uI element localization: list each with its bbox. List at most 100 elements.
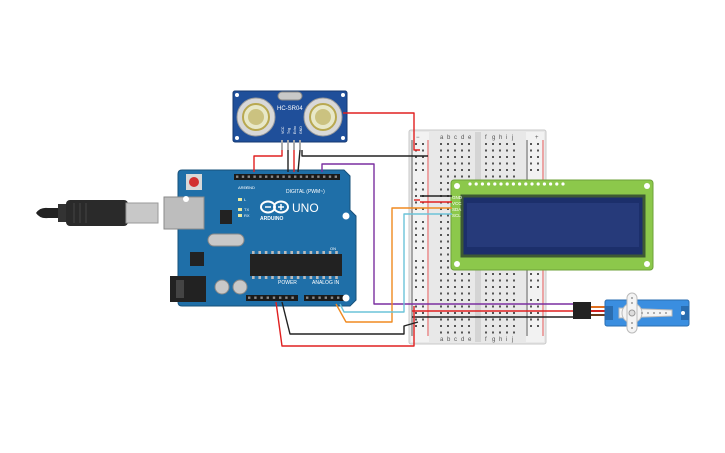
lcd-display[interactable]: GND VCC SDA SCL — [450, 179, 654, 271]
breadboard-hole[interactable] — [454, 156, 456, 158]
breadboard-hole[interactable] — [506, 279, 508, 282]
power-pin[interactable] — [260, 296, 263, 299]
rail-hole[interactable] — [415, 247, 417, 249]
wire-lcd-sda[interactable] — [335, 207, 452, 323]
breadboard-hole[interactable] — [492, 305, 494, 308]
rail-hole[interactable] — [422, 169, 424, 171]
breadboard-hole[interactable] — [461, 279, 463, 282]
breadboard-hole[interactable] — [468, 149, 470, 152]
rail-hole[interactable] — [422, 162, 424, 165]
breadboard-hole[interactable] — [506, 292, 508, 295]
breadboard-hole[interactable] — [447, 240, 449, 243]
rail-hole[interactable] — [530, 312, 532, 314]
rail-hole[interactable] — [422, 305, 424, 308]
rail-hole[interactable] — [530, 169, 532, 171]
rail-hole[interactable] — [530, 325, 532, 327]
breadboard-hole[interactable] — [454, 143, 456, 145]
breadboard-hole[interactable] — [440, 266, 442, 269]
breadboard-hole[interactable] — [485, 292, 487, 295]
rail-hole[interactable] — [422, 182, 424, 184]
breadboard-hole[interactable] — [440, 286, 442, 288]
breadboard-hole[interactable] — [440, 292, 442, 295]
digital-pin[interactable] — [294, 175, 297, 178]
breadboard-hole[interactable] — [447, 162, 449, 165]
rail-hole[interactable] — [422, 188, 424, 191]
digital-pin[interactable] — [311, 175, 314, 178]
breadboard-hole[interactable] — [492, 169, 494, 171]
breadboard-hole[interactable] — [506, 286, 508, 288]
breadboard-hole[interactable] — [499, 318, 501, 321]
breadboard-hole[interactable] — [499, 325, 501, 327]
breadboard-hole[interactable] — [447, 247, 449, 249]
breadboard-hole[interactable] — [499, 169, 501, 171]
breadboard-hole[interactable] — [454, 305, 456, 308]
breadboard-hole[interactable] — [461, 286, 463, 288]
breadboard-hole[interactable] — [440, 247, 442, 249]
breadboard-hole[interactable] — [461, 318, 463, 321]
breadboard-hole[interactable] — [506, 162, 508, 165]
breadboard-hole[interactable] — [506, 169, 508, 171]
breadboard-hole[interactable] — [461, 169, 463, 171]
breadboard-hole[interactable] — [447, 331, 449, 334]
digital-pin[interactable] — [241, 175, 245, 178]
digital-pin[interactable] — [299, 175, 303, 178]
analog-pin[interactable] — [312, 296, 315, 299]
breadboard-hole[interactable] — [506, 331, 508, 334]
breadboard-hole[interactable] — [468, 169, 470, 171]
breadboard-hole[interactable] — [468, 273, 470, 275]
rail-hole[interactable] — [422, 208, 424, 210]
rail-hole[interactable] — [537, 273, 539, 275]
breadboard-hole[interactable] — [506, 305, 508, 308]
breadboard-hole[interactable] — [454, 149, 456, 152]
rail-hole[interactable] — [422, 149, 424, 152]
digital-pin[interactable] — [323, 175, 326, 178]
rail-hole[interactable] — [422, 234, 424, 236]
rail-hole[interactable] — [537, 156, 539, 158]
breadboard-hole[interactable] — [440, 208, 442, 210]
power-pin[interactable] — [291, 296, 294, 299]
rail-hole[interactable] — [415, 266, 417, 269]
rail-hole[interactable] — [530, 318, 532, 321]
breadboard-hole[interactable] — [440, 188, 442, 191]
rail-hole[interactable] — [415, 318, 417, 321]
rail-hole[interactable] — [415, 143, 417, 145]
breadboard-hole[interactable] — [492, 175, 494, 178]
rail-hole[interactable] — [422, 286, 424, 288]
rail-hole[interactable] — [537, 299, 539, 301]
breadboard-hole[interactable] — [440, 299, 442, 301]
breadboard-hole[interactable] — [468, 143, 470, 145]
breadboard-hole[interactable] — [447, 286, 449, 288]
rail-hole[interactable] — [415, 156, 417, 158]
rail-hole[interactable] — [415, 299, 417, 301]
breadboard-hole[interactable] — [468, 292, 470, 295]
wire-lcd-scl[interactable] — [339, 213, 452, 313]
breadboard-hole[interactable] — [440, 169, 442, 171]
breadboard-hole[interactable] — [454, 162, 456, 165]
rail-hole[interactable] — [422, 247, 424, 249]
breadboard-hole[interactable] — [513, 143, 515, 145]
breadboard-hole[interactable] — [447, 260, 449, 262]
breadboard-hole[interactable] — [499, 149, 501, 152]
breadboard-hole[interactable] — [499, 162, 501, 165]
breadboard-hole[interactable] — [485, 279, 487, 282]
breadboard-hole[interactable] — [499, 292, 501, 295]
breadboard-hole[interactable] — [461, 149, 463, 152]
breadboard-hole[interactable] — [499, 299, 501, 301]
breadboard-hole[interactable] — [461, 143, 463, 145]
analog-pin[interactable] — [337, 296, 340, 299]
breadboard-hole[interactable] — [447, 227, 449, 230]
breadboard-hole[interactable] — [492, 143, 494, 145]
breadboard-hole[interactable] — [506, 175, 508, 178]
digital-pin[interactable] — [247, 175, 250, 178]
breadboard-hole[interactable] — [454, 279, 456, 282]
breadboard-hole[interactable] — [492, 325, 494, 327]
usb-cable[interactable] — [36, 200, 159, 226]
breadboard-hole[interactable] — [440, 143, 442, 145]
rail-hole[interactable] — [415, 188, 417, 191]
rail-hole[interactable] — [422, 273, 424, 275]
rail-hole[interactable] — [537, 286, 539, 288]
rail-hole[interactable] — [422, 299, 424, 301]
breadboard-hole[interactable] — [461, 292, 463, 295]
power-pin[interactable] — [248, 296, 251, 299]
breadboard-hole[interactable] — [447, 188, 449, 191]
